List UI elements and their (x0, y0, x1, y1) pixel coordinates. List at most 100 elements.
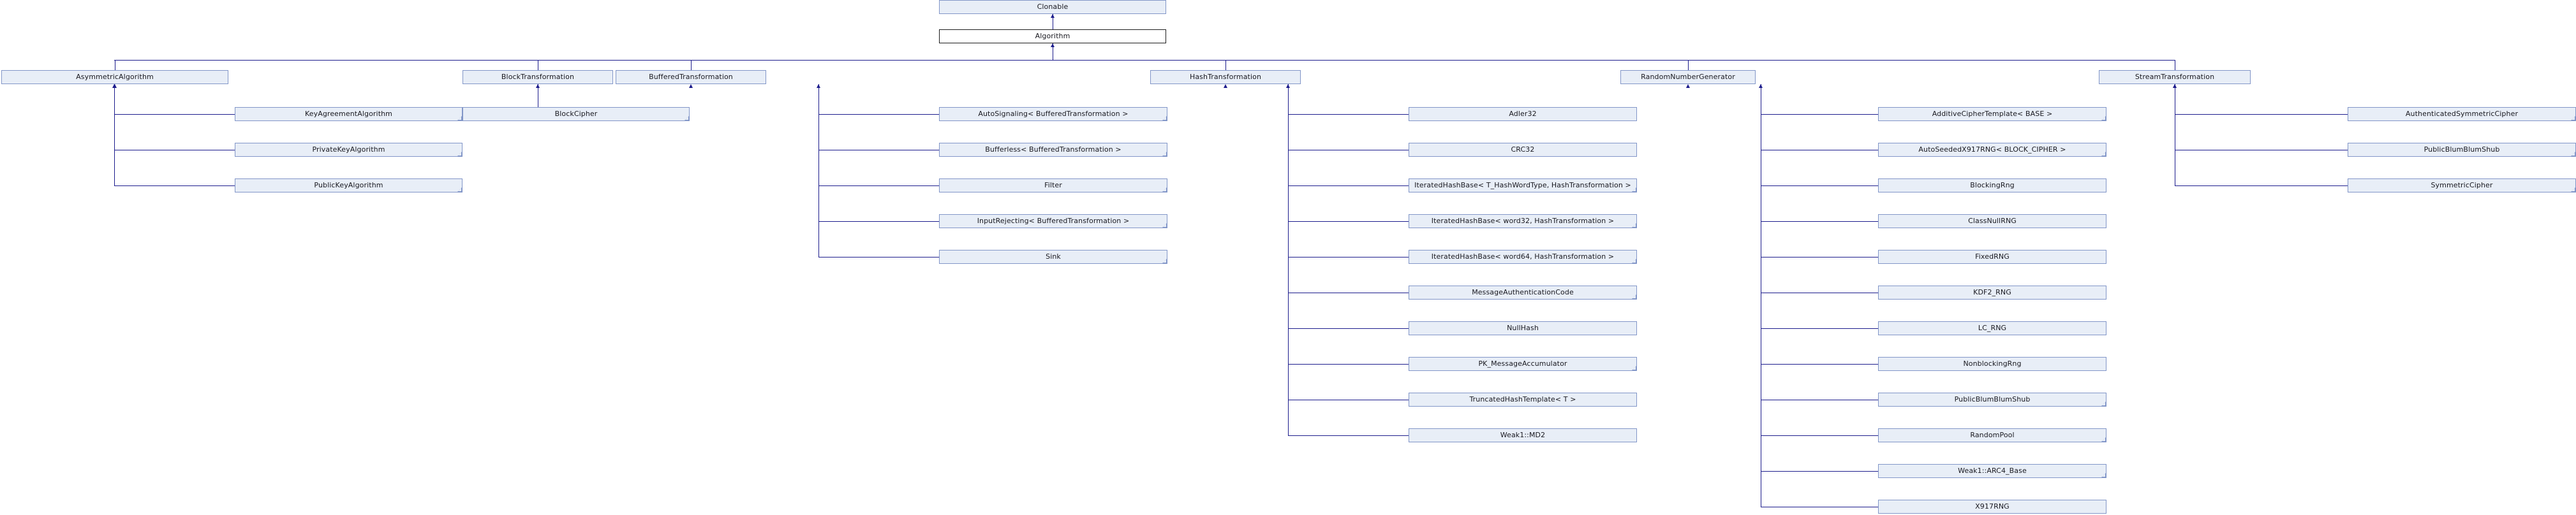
edge-hash-transformation-children-branch (1288, 185, 1409, 186)
node-child[interactable]: LC_RNG (1878, 321, 2106, 335)
node-label: Weak1::ARC4_Base (1958, 467, 2027, 475)
node-label: HashTransformation (1189, 73, 1262, 81)
edge-random-number-generator-children-branch (1761, 257, 1878, 258)
edge-stream-transformation-children-branch (2175, 185, 2348, 186)
node-label: CRC32 (1511, 145, 1535, 154)
edge-random-number-generator-children-branch (1761, 114, 1878, 115)
edge-hash-transformation-children-branch (1288, 114, 1409, 115)
node-label: MessageAuthenticationCode (1472, 288, 1574, 296)
edge-random-number-generator-children-branch (1761, 471, 1878, 472)
node-child[interactable]: FixedRNG (1878, 250, 2106, 264)
node-child[interactable]: RandomPool (1878, 428, 2106, 442)
node-label: TruncatedHashTemplate< T > (1469, 395, 1576, 403)
node-child[interactable]: PublicKeyAlgorithm (235, 178, 463, 192)
node-child[interactable]: AdditiveCipherTemplate< BASE > (1878, 107, 2106, 121)
node-label: RandomNumberGenerator (1641, 73, 1735, 81)
node-label: PublicKeyAlgorithm (314, 181, 383, 189)
node-buffered_transformation[interactable]: BufferedTransformation (616, 70, 766, 84)
edge-asymmetric-algorithm-children-branch (114, 114, 235, 115)
edge-buffered-transformation-children-branch (818, 221, 939, 222)
edge-hash-transformation-children-branch (1288, 328, 1409, 329)
arrowhead-clonable-icon (1051, 14, 1055, 18)
node-label: InputRejecting< BufferedTransformation > (977, 217, 1130, 225)
node-label: BufferedTransformation (649, 73, 733, 81)
node-block_transformation[interactable]: BlockTransformation (463, 70, 613, 84)
node-label: LC_RNG (1978, 324, 2007, 332)
node-child[interactable]: IteratedHashBase< word32, HashTransforma… (1409, 214, 1637, 228)
arrowhead-random_number_generator-icon (1686, 84, 1690, 88)
arrowhead-hash_transformation-icon (1224, 84, 1227, 88)
node-child[interactable]: Bufferless< BufferedTransformation > (939, 143, 1167, 157)
node-label: BlockingRng (1970, 181, 2015, 189)
node-child[interactable]: AutoSeededX917RNG< BLOCK_CIPHER > (1878, 143, 2106, 157)
arrowhead-buffered-transformation-children-icon (817, 84, 820, 88)
node-child[interactable]: IteratedHashBase< word64, HashTransforma… (1409, 250, 1637, 264)
node-child[interactable]: Filter (939, 178, 1167, 192)
edge-buffered-transformation-children-branch (818, 185, 939, 186)
node-child[interactable]: PrivateKeyAlgorithm (235, 143, 463, 157)
node-stream_transformation[interactable]: StreamTransformation (2099, 70, 2251, 84)
edge-stream-transformation-children-branch (2175, 114, 2348, 115)
edge-random-number-generator-children-branch (1761, 221, 1878, 222)
node-child[interactable]: KDF2_RNG (1878, 286, 2106, 300)
edge-hash-transformation-children-branch (1288, 257, 1409, 258)
edge-buffered-transformation-children-branch (818, 114, 939, 115)
node-label: RandomPool (1970, 431, 2015, 439)
node-child[interactable]: Sink (939, 250, 1167, 264)
node-child[interactable]: KeyAgreementAlgorithm (235, 107, 463, 121)
node-child[interactable]: NonblockingRng (1878, 357, 2106, 371)
node-label: IteratedHashBase< T_HashWordType, HashTr… (1414, 181, 1631, 189)
node-label: Filter (1044, 181, 1062, 189)
node-child[interactable]: Weak1::MD2 (1409, 428, 1637, 442)
node-label: Weak1::MD2 (1500, 431, 1546, 439)
edge-asymmetric-algorithm-children-trunk (114, 84, 115, 185)
node-child[interactable]: ClassNullRNG (1878, 214, 2106, 228)
edge-hash-transformation-children-branch (1288, 221, 1409, 222)
arrowhead-random-number-generator-children-icon (1759, 84, 1763, 88)
node-child[interactable]: AutoSignaling< BufferedTransformation > (939, 107, 1167, 121)
node-child[interactable]: NullHash (1409, 321, 1637, 335)
node-child[interactable]: BlockingRng (1878, 178, 2106, 192)
node-hash_transformation[interactable]: HashTransformation (1150, 70, 1301, 84)
node-child[interactable]: Weak1::ARC4_Base (1878, 464, 2106, 478)
node-child[interactable]: Adler32 (1409, 107, 1637, 121)
node-child[interactable]: PublicBlumBlumShub (1878, 393, 2106, 407)
arrowhead-algorithm-icon (1051, 43, 1055, 47)
edge-random-number-generator-children-branch (1761, 435, 1878, 436)
node-child[interactable]: SymmetricCipher (2348, 178, 2576, 192)
edge-hash-transformation-children-branch (1288, 435, 1409, 436)
node-label: Adler32 (1509, 110, 1537, 118)
node-child[interactable]: BlockCipher (463, 107, 690, 121)
node-label: PK_MessageAccumulator (1478, 359, 1567, 368)
node-child[interactable]: PublicBlumBlumShub (2348, 143, 2576, 157)
node-label: Sink (1046, 252, 1061, 261)
node-label: PublicBlumBlumShub (1954, 395, 2031, 403)
node-label: SymmetricCipher (2431, 181, 2493, 189)
edge-hash-transformation-children-trunk (1288, 84, 1289, 435)
node-child[interactable]: InputRejecting< BufferedTransformation > (939, 214, 1167, 228)
node-label: NonblockingRng (1963, 359, 2022, 368)
edge-hash-transformation-children-branch (1288, 364, 1409, 365)
node-child[interactable]: X917RNG (1878, 500, 2106, 514)
node-asymmetric_algorithm[interactable]: AsymmetricAlgorithm (1, 70, 228, 84)
node-child[interactable]: CRC32 (1409, 143, 1637, 157)
edge-random-number-generator-children-branch (1761, 328, 1878, 329)
edge-asymmetric-algorithm-children-branch (114, 185, 235, 186)
node-label: StreamTransformation (2135, 73, 2215, 81)
node-label: Bufferless< BufferedTransformation > (985, 145, 1121, 154)
node-child[interactable]: AuthenticatedSymmetricCipher (2348, 107, 2576, 121)
node-clonable[interactable]: Clonable (939, 0, 1166, 14)
node-child[interactable]: MessageAuthenticationCode (1409, 286, 1637, 300)
node-label: AuthenticatedSymmetricCipher (2405, 110, 2519, 118)
node-random_number_generator[interactable]: RandomNumberGenerator (1620, 70, 1756, 84)
node-label: AutoSignaling< BufferedTransformation > (978, 110, 1129, 118)
arrowhead-hash-transformation-children-icon (1286, 84, 1290, 88)
node-label: IteratedHashBase< word64, HashTransforma… (1431, 252, 1615, 261)
edge-random-number-generator-children-branch (1761, 364, 1878, 365)
node-child[interactable]: IteratedHashBase< T_HashWordType, HashTr… (1409, 178, 1637, 192)
node-child[interactable]: PK_MessageAccumulator (1409, 357, 1637, 371)
node-child[interactable]: TruncatedHashTemplate< T > (1409, 393, 1637, 407)
node-algorithm[interactable]: Algorithm (939, 29, 1166, 43)
node-label: Algorithm (1035, 32, 1070, 40)
